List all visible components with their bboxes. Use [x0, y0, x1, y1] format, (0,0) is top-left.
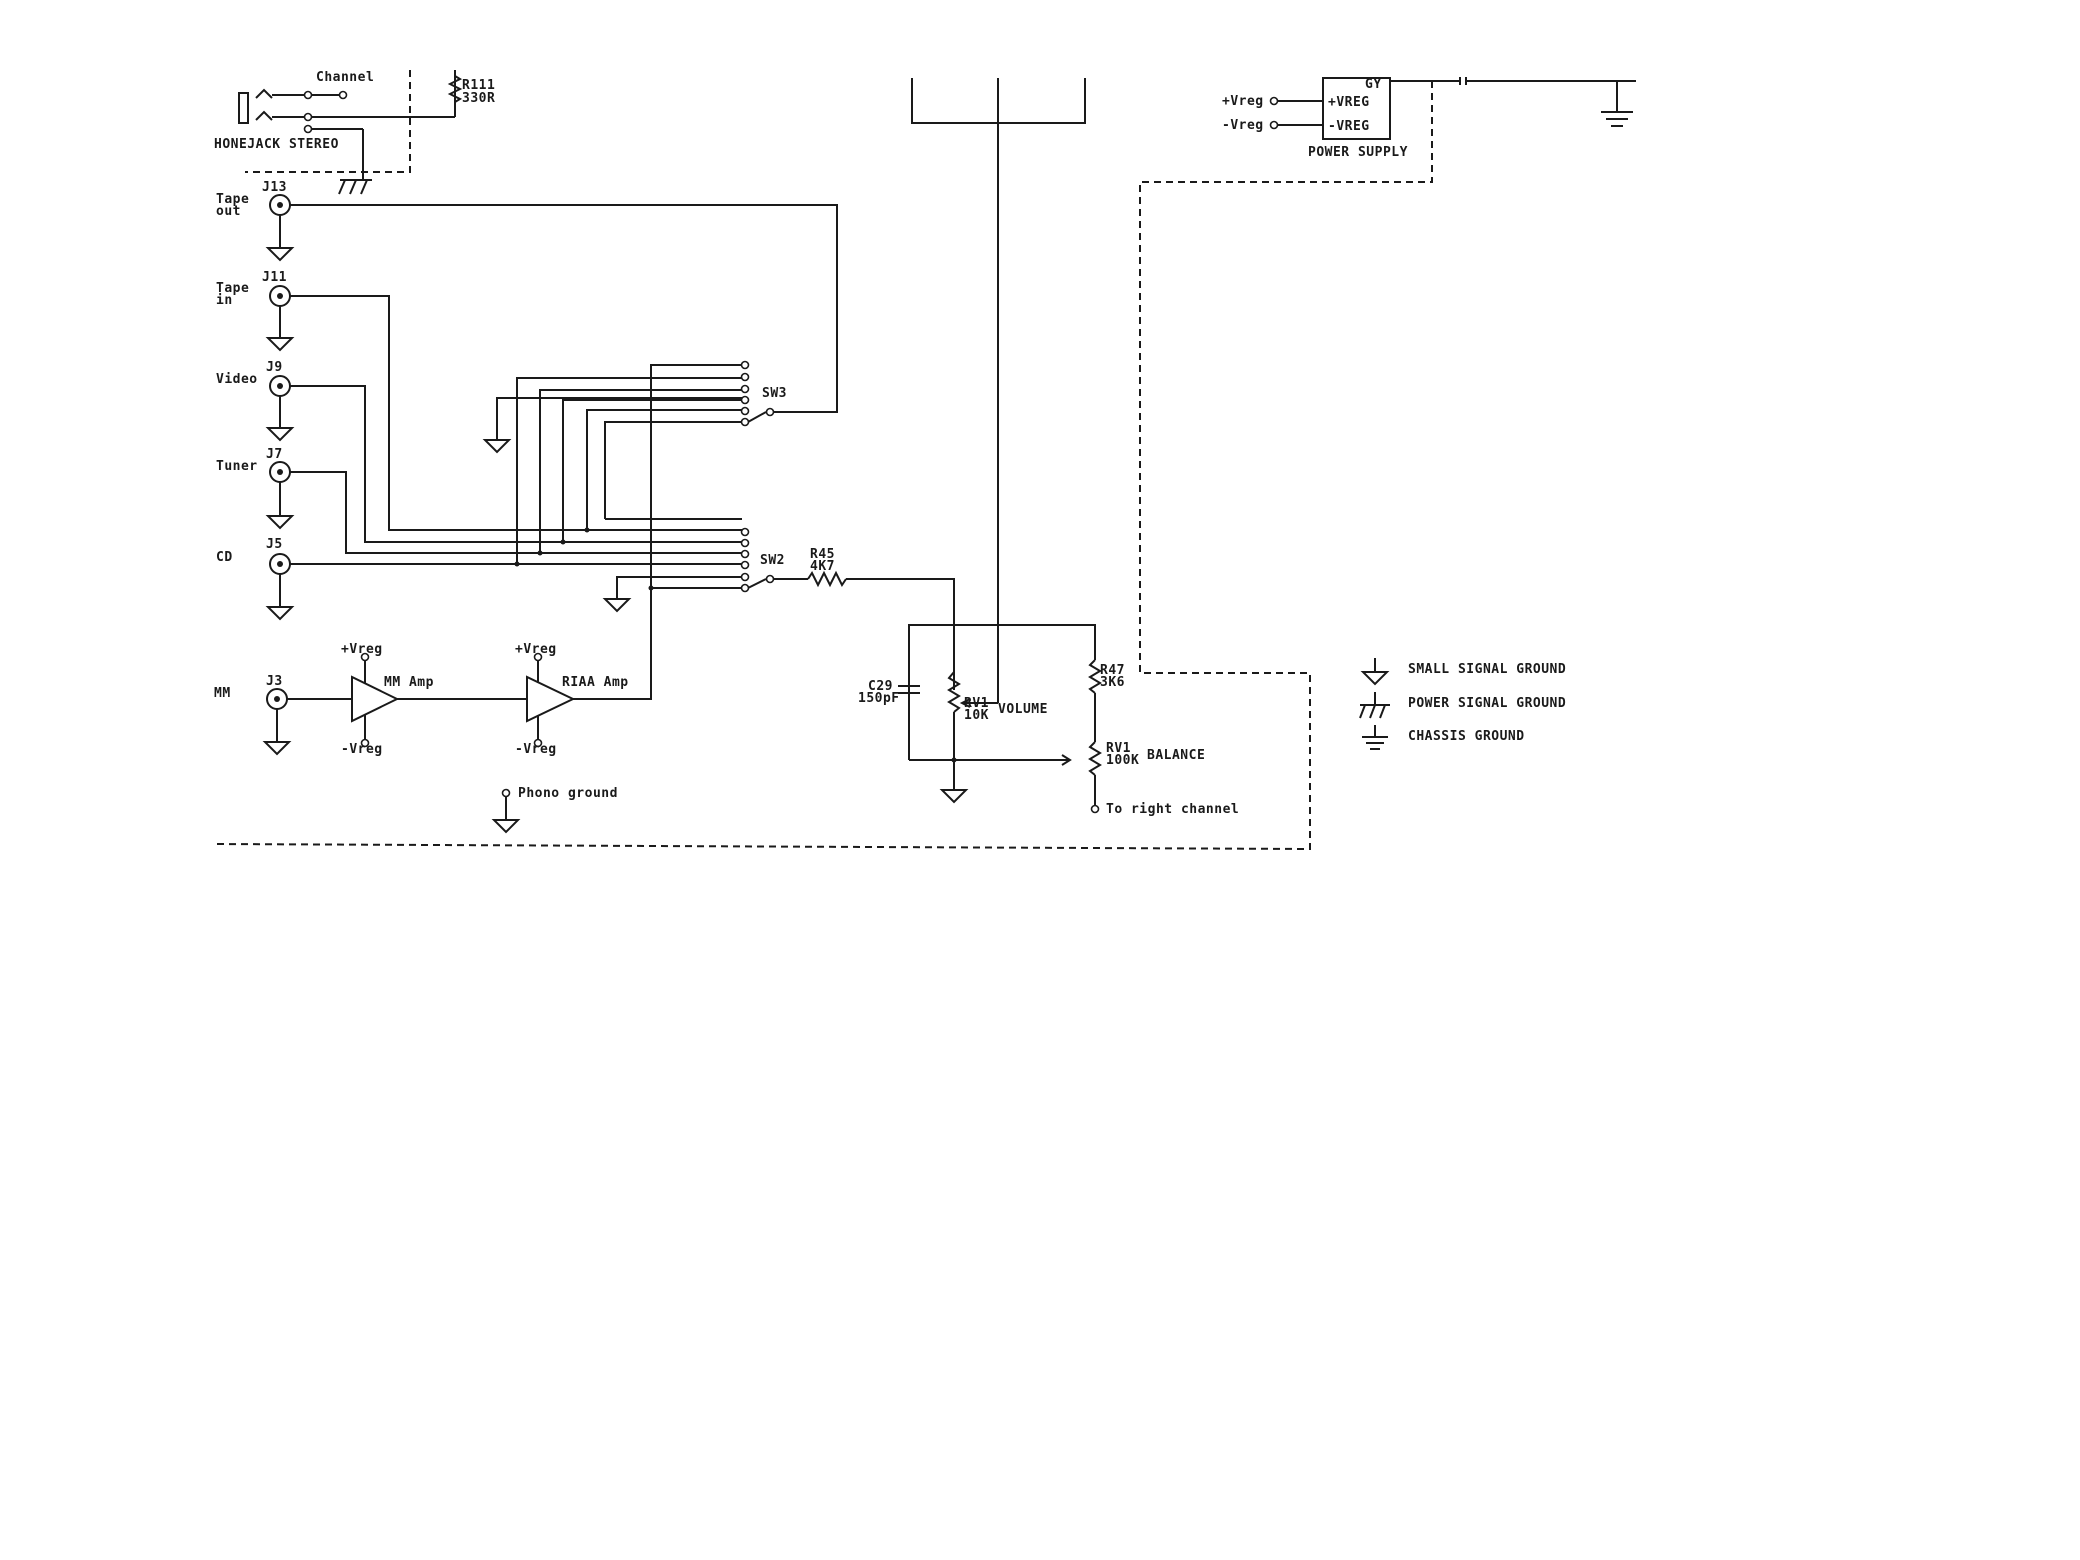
riaa-amp-label: RIAA Amp: [562, 675, 629, 690]
jack-j13: J13 Tape out: [216, 180, 295, 262]
j5-label: J5: [266, 537, 283, 552]
jack-j7: J7 Tuner: [216, 447, 295, 530]
ps-gy-pin: GY: [1365, 77, 1382, 92]
tape-out-label-1: Tape: [216, 192, 249, 207]
cd-label: CD: [216, 550, 233, 565]
legend-power-signal-label: POWER SIGNAL GROUND: [1408, 696, 1566, 711]
switch-sw2: SW2: [740, 527, 785, 593]
phono-ground: Phono ground: [491, 786, 618, 834]
small-signal-ground-icon: [1360, 658, 1390, 686]
tape-in-label-2: in: [216, 293, 233, 308]
jack-j11: J11 Tape in: [216, 270, 295, 352]
phono-ground-label: Phono ground: [518, 786, 618, 801]
rv1-bal-name: RV1: [1106, 741, 1131, 756]
power-supply: GY +VREG -VREG POWER SUPPLY +Vreg -Vreg: [1222, 77, 1636, 160]
power-supply-label: POWER SUPPLY: [1308, 145, 1408, 160]
sw3-label: SW3: [762, 386, 787, 401]
r45-name: R45: [810, 547, 835, 562]
r111-name: R111: [462, 78, 495, 93]
board-boundary: [214, 81, 1433, 851]
phonejack-label: HONEJACK STEREO: [214, 137, 339, 152]
to-right-channel-label: To right channel: [1106, 802, 1239, 817]
riaa-amp: +Vreg -Vreg RIAA Amp: [515, 642, 629, 757]
resistor-r45: R45 4K7: [773, 547, 955, 690]
volume-label: VOLUME: [998, 702, 1048, 717]
volume-balance-section: C29 150pF RV1 10K VOLUME R47 3K6 RV1 100…: [858, 78, 1239, 817]
ps-vreg-pos-pin: +VREG: [1328, 95, 1370, 110]
chassis-ground-icon: [1601, 81, 1633, 127]
tape-in-label-1: Tape: [216, 281, 249, 296]
riaa-vreg-pos: +Vreg: [515, 642, 557, 657]
balance-label: BALANCE: [1147, 748, 1205, 763]
mm-amp-label: MM Amp: [384, 675, 434, 690]
jack-j9: J9 Video: [216, 360, 295, 442]
video-label: Video: [216, 372, 258, 387]
jack-j3: J3 MM: [214, 674, 292, 756]
j3-label: J3: [266, 674, 283, 689]
r47-name: R47: [1100, 663, 1125, 678]
power-signal-ground-icon: [338, 179, 372, 195]
selector-wiring: [290, 204, 838, 700]
mm-label: MM: [214, 686, 231, 701]
c29-value: 150pF: [858, 691, 900, 706]
j13-label: J13: [262, 180, 287, 195]
j9-label: J9: [266, 360, 283, 375]
legend-small-signal-label: SMALL SIGNAL GROUND: [1408, 662, 1566, 677]
sw2-label: SW2: [760, 553, 785, 568]
jack-j5: J5 CD: [216, 537, 295, 621]
phonejack-section: Channel R111 330R HONEJACK STEREO: [214, 70, 495, 195]
ground-legend: SMALL SIGNAL GROUND POWER SIGNAL GROUND …: [1359, 658, 1566, 750]
rv1-bal-value: 100K: [1106, 753, 1139, 768]
tape-out-label-2: out: [216, 204, 241, 219]
r111-value: 330R: [462, 91, 495, 106]
chassis-ground-icon: [1362, 725, 1388, 750]
legend-chassis-label: CHASSIS GROUND: [1408, 729, 1525, 744]
mm-vreg-pos: +Vreg: [341, 642, 383, 657]
rv1-vol-value: 10K: [964, 708, 989, 723]
c29-name: C29: [868, 679, 893, 694]
j11-label: J11: [262, 270, 287, 285]
tuner-label: Tuner: [216, 459, 258, 474]
r45-value: 4K7: [810, 559, 835, 574]
r47-value: 3K6: [1100, 675, 1125, 690]
channel-label: Channel: [316, 70, 374, 85]
j7-label: J7: [266, 447, 283, 462]
ps-vreg-pos-label: +Vreg: [1222, 94, 1264, 109]
ps-vreg-neg-label: -Vreg: [1222, 118, 1264, 133]
rv1-vol-name: RV1: [964, 696, 989, 711]
switch-sw3: SW3: [740, 360, 787, 427]
mm-vreg-neg: -Vreg: [341, 742, 383, 757]
mm-amp: +Vreg -Vreg MM Amp: [287, 642, 527, 757]
power-signal-ground-icon: [1359, 692, 1390, 719]
ps-vreg-neg-pin: -VREG: [1328, 119, 1370, 134]
riaa-vreg-neg: -Vreg: [515, 742, 557, 757]
